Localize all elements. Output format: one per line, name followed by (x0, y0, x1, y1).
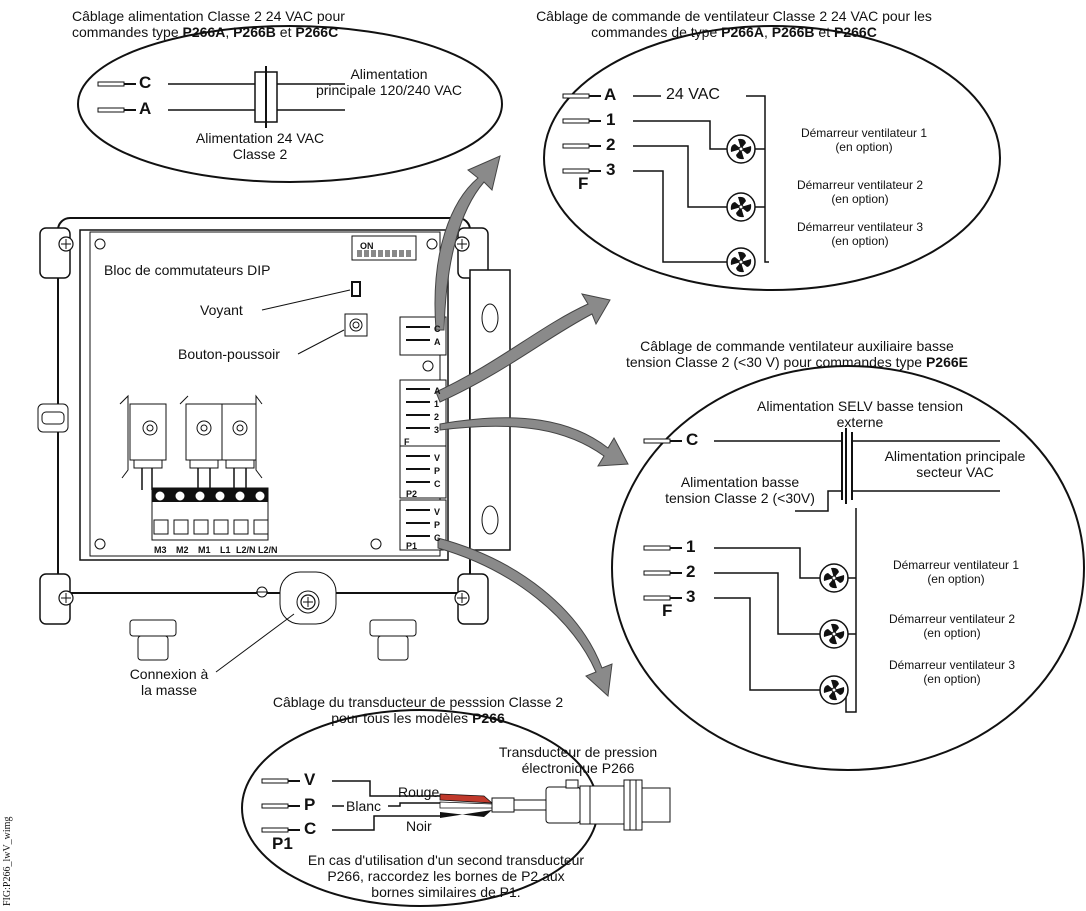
term-strip-f1: 1 (434, 399, 440, 409)
term-c-label: C (139, 73, 152, 92)
term-strip-p1p: P (434, 520, 441, 530)
led-label: Voyant (200, 302, 243, 318)
tr-fan1-label: Démarreur ventilateur 1(en option) (800, 126, 928, 154)
top-right-title: Câblage de commande de ventilateur Class… (536, 8, 932, 40)
term-m3: M3 (154, 545, 167, 555)
top-right-bubble (543, 25, 1001, 291)
bottom-title: Câblage du transducteur de pesssion Clas… (272, 694, 564, 726)
term-strip-f3: 3 (434, 425, 440, 435)
term-strip-p2c: C (434, 479, 441, 489)
term-strip-p1v: V (434, 507, 441, 517)
tr-24vac: 24 VAC (666, 86, 720, 103)
term-strip-p1: P1 (406, 541, 418, 551)
b-term-c: C (304, 819, 317, 838)
term-l2n-1: L2/N (236, 545, 256, 555)
term-strip-ff: F (404, 437, 410, 447)
r-term-f: F (662, 601, 673, 620)
blanc-label: Blanc (346, 798, 382, 814)
tr-fan2-label: Démarreur ventilateur 2(en option) (796, 178, 924, 206)
noir-label: Noir (406, 818, 432, 834)
term-strip-f2: 2 (434, 412, 440, 422)
tr-term-f: F (578, 174, 589, 193)
b-term-p: P (304, 795, 316, 814)
r-fan2-label: Démarreur ventilateur 2(en option) (888, 612, 1016, 640)
control-box (37, 217, 511, 673)
term-strip-p2p: P (434, 466, 441, 476)
term-strip-p2v: V (434, 453, 441, 463)
r-fan1-label: Démarreur ventilateur 1(en option) (892, 558, 1020, 586)
term-strip-p2: P2 (406, 489, 418, 499)
r-term-c: C (686, 430, 699, 449)
term-strip-p1c: C (434, 533, 441, 543)
tr-term-2: 2 (606, 135, 616, 154)
r-term-2: 2 (686, 562, 696, 581)
tr-term-1: 1 (606, 110, 616, 129)
term-strip-c: C (434, 324, 441, 334)
tr-term-a: A (604, 85, 617, 104)
term-m1: M1 (198, 545, 211, 555)
dip-label: Bloc de commutateurs DIP (104, 262, 271, 278)
term-m2: M2 (176, 545, 189, 555)
term-strip-a: A (434, 337, 441, 347)
right-title: Câblage de commande ventilateur auxiliai… (625, 338, 969, 370)
b-term-p1: P1 (272, 834, 293, 853)
note-text: En cas d'utilisation d'un second transdu… (307, 852, 585, 900)
r-fan3-label: Démarreur ventilateur 3(en option) (888, 658, 1016, 686)
b-term-v: V (304, 770, 316, 789)
term-a-label: A (139, 99, 152, 118)
top-left-title: Câblage alimentation Classe 2 24 VAC pou… (72, 8, 345, 40)
right-bubble (611, 365, 1085, 771)
button-label: Bouton-poussoir (178, 346, 280, 362)
top-left-bubble (77, 25, 503, 183)
term-l1: L1 (220, 545, 231, 555)
term-l2n-2: L2/N (258, 545, 278, 555)
figure-code: FIG:P266_lwV_wimg (2, 816, 13, 906)
tr-fan3-label: Démarreur ventilateur 3(en option) (796, 220, 924, 248)
r-term-1: 1 (686, 537, 696, 556)
tr-term-3: 3 (606, 160, 616, 179)
r-term-3: 3 (686, 587, 696, 606)
term-strip-fa: A (434, 386, 441, 396)
dip-on-label: ON (360, 241, 374, 251)
rouge-label: Rouge (398, 784, 440, 800)
